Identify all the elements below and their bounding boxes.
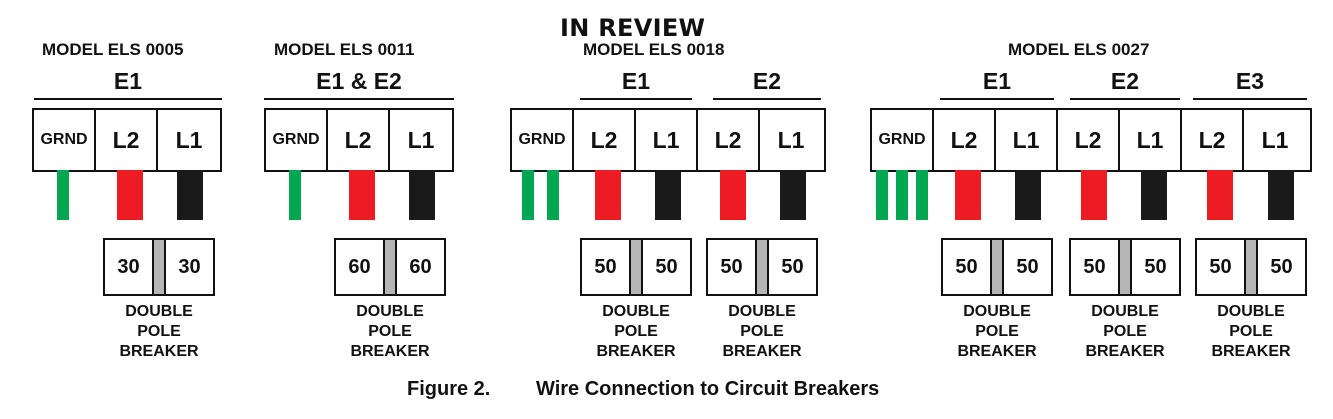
model-title: MODEL ELS 0027: [1008, 40, 1150, 59]
breaker-handle-tie: [383, 240, 397, 294]
ground-wire: [57, 170, 69, 220]
terminal-l2: L2: [698, 110, 760, 170]
element-label-e1: E1: [982, 68, 1012, 94]
element-label-e2: E2: [1110, 68, 1140, 94]
breaker-pole-amps: 50: [781, 255, 804, 278]
model-title: MODEL ELS 0011: [274, 40, 415, 59]
element-bracket-line: [940, 98, 1054, 100]
terminal-l1: L1: [407, 126, 435, 153]
double-pole-breaker: 50 50: [1195, 238, 1307, 296]
breaker-pole-amps: 50: [720, 255, 743, 278]
ground-wire: [547, 170, 559, 220]
breaker-pole-amps: 30: [117, 255, 140, 278]
terminal-l2: L2: [96, 110, 158, 170]
l2-wire: [955, 170, 981, 220]
element-label: E1 & E2: [316, 68, 402, 94]
terminal-l1: L1: [636, 110, 698, 170]
breaker-pole-amps: 50: [1270, 255, 1293, 278]
l1-wire: [1015, 170, 1041, 220]
element-bracket-line: [264, 98, 454, 100]
model-title: MODEL ELS 0018: [583, 40, 725, 59]
l2-wire: [349, 170, 375, 220]
element-bracket-line: [580, 98, 692, 100]
breaker-pole-amps: 60: [409, 255, 432, 278]
l2-wire: [595, 170, 621, 220]
l1-wire: [1268, 170, 1294, 220]
l2-wire: [1081, 170, 1107, 220]
terminal-l2: L2: [1182, 110, 1244, 170]
terminal-block: GRND L2 L1: [264, 108, 454, 172]
l2-wire: [720, 170, 746, 220]
breaker-handle-tie: [1118, 240, 1132, 294]
terminal-l2: L2: [1058, 110, 1120, 170]
l2-wire: [1207, 170, 1233, 220]
double-pole-breaker: 50 50: [941, 238, 1053, 296]
terminal-l1: L1: [996, 110, 1058, 170]
terminal-l1: L1: [1261, 126, 1289, 153]
ground-wire: [916, 170, 928, 220]
terminal-l2: L2: [574, 110, 636, 170]
breaker-pole-amps: 50: [1016, 255, 1039, 278]
double-pole-breaker: 60 60: [334, 238, 446, 296]
figure-number: Figure 2.: [407, 378, 491, 400]
breaker-pole-amps: 50: [955, 255, 978, 278]
breaker-pole-amps: 50: [1083, 255, 1106, 278]
element-label-e1: E1: [621, 68, 651, 94]
double-pole-breaker: 50 50: [1069, 238, 1181, 296]
double-pole-breaker: 50 50: [706, 238, 818, 296]
breaker-handle-tie: [755, 240, 769, 294]
l1-wire: [780, 170, 806, 220]
breaker-pole-amps: 50: [1209, 255, 1232, 278]
ground-wire: [522, 170, 534, 220]
terminal-ground: GRND: [266, 110, 328, 170]
breaker-pole-amps: 50: [1144, 255, 1167, 278]
double-pole-breaker: 50 50: [580, 238, 692, 296]
terminal-l2: L2: [934, 110, 996, 170]
element-bracket-line: [34, 98, 222, 100]
breaker-handle-tie: [990, 240, 1004, 294]
l2-wire: [117, 170, 143, 220]
terminal-l1: L1: [175, 126, 203, 153]
breaker-pole-amps: 60: [348, 255, 371, 278]
terminal-ground: GRND: [34, 110, 96, 170]
element-bracket-line: [1193, 98, 1307, 100]
l1-wire: [177, 170, 203, 220]
breaker-handle-tie: [152, 240, 166, 294]
breaker-handle-tie: [1244, 240, 1258, 294]
model-title: MODEL ELS 0005: [42, 40, 184, 59]
breaker-handle-tie: [629, 240, 643, 294]
terminal-block: GRND L2 L1: [32, 108, 222, 172]
l1-wire: [1141, 170, 1167, 220]
review-status: IN REVIEW: [560, 14, 706, 42]
element-bracket-line: [1070, 98, 1180, 100]
breaker-pole-amps: 50: [594, 255, 617, 278]
element-label: E1: [113, 68, 143, 94]
ground-wire: [896, 170, 908, 220]
terminal-ground: GRND: [512, 110, 574, 170]
terminal-block: GRND L2 L1 L2 L1: [510, 108, 826, 172]
element-bracket-line: [713, 98, 821, 100]
terminal-l1: L1: [777, 126, 805, 153]
l1-wire: [409, 170, 435, 220]
terminal-block: GRND L2 L1 L2 L1 L2 L1: [870, 108, 1312, 172]
breaker-pole-amps: 50: [655, 255, 678, 278]
element-label-e3: E3: [1235, 68, 1265, 94]
breaker-pole-amps: 30: [178, 255, 201, 278]
element-label-e2: E2: [752, 68, 782, 94]
l1-wire: [655, 170, 681, 220]
double-pole-breaker: 30 30: [103, 238, 215, 296]
terminal-l2: L2: [328, 110, 390, 170]
terminal-l1: L1: [1120, 110, 1182, 170]
ground-wire: [876, 170, 888, 220]
terminal-ground: GRND: [872, 110, 934, 170]
ground-wire: [289, 170, 301, 220]
figure-title: Wire Connection to Circuit Breakers: [536, 378, 880, 400]
